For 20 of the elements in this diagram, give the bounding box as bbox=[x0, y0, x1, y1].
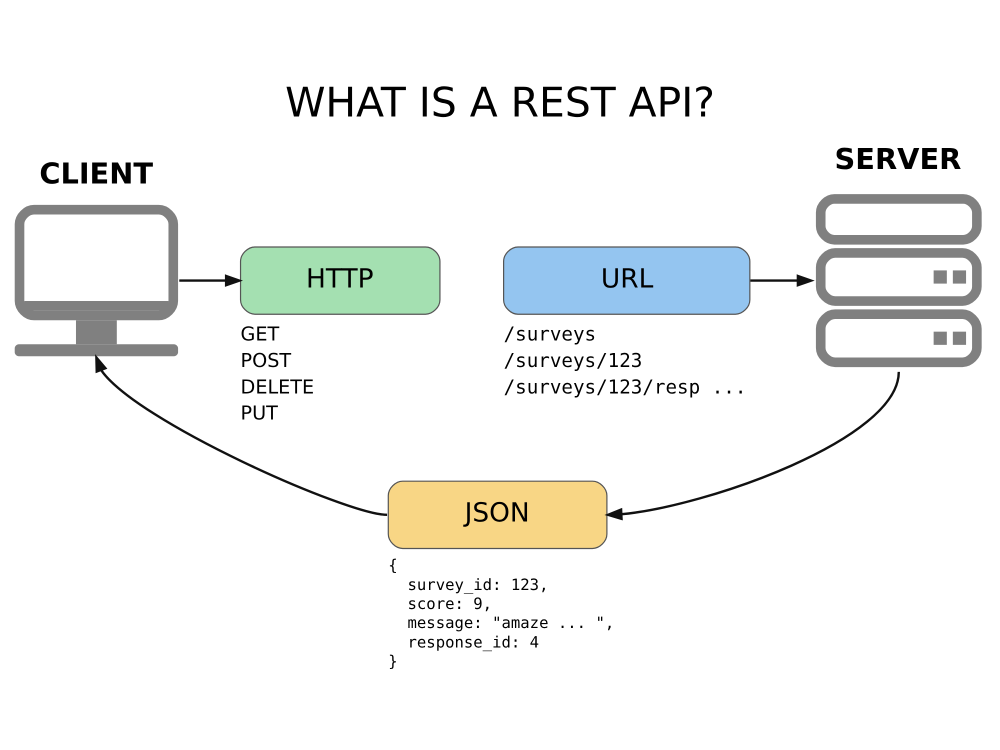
arrow bbox=[750, 274, 815, 286]
node-label: /surveys/123/resp ... bbox=[504, 374, 746, 398]
arrow bbox=[95, 354, 388, 516]
node-label: GET bbox=[240, 322, 280, 345]
node-label: { bbox=[388, 556, 398, 574]
node-label: /surveys/123 bbox=[504, 348, 642, 372]
arrow bbox=[179, 274, 243, 286]
node-label: POST bbox=[240, 348, 292, 372]
node-label: /surveys bbox=[504, 322, 596, 345]
node-label: DELETE bbox=[240, 374, 314, 398]
node-label: survey_id: 123, bbox=[408, 575, 548, 594]
node-label: response_id: 4 bbox=[408, 632, 540, 651]
node-label: SERVER bbox=[834, 142, 962, 176]
node-label: score: 9, bbox=[408, 594, 492, 613]
node-label: message: "amaze ... ", bbox=[408, 614, 614, 632]
node-label: } bbox=[388, 652, 398, 670]
node-label: CLIENT bbox=[39, 156, 154, 190]
node-label: PUT bbox=[240, 401, 278, 424]
arrow bbox=[604, 371, 900, 520]
diagram-title: WHAT IS A REST API? bbox=[285, 78, 715, 126]
